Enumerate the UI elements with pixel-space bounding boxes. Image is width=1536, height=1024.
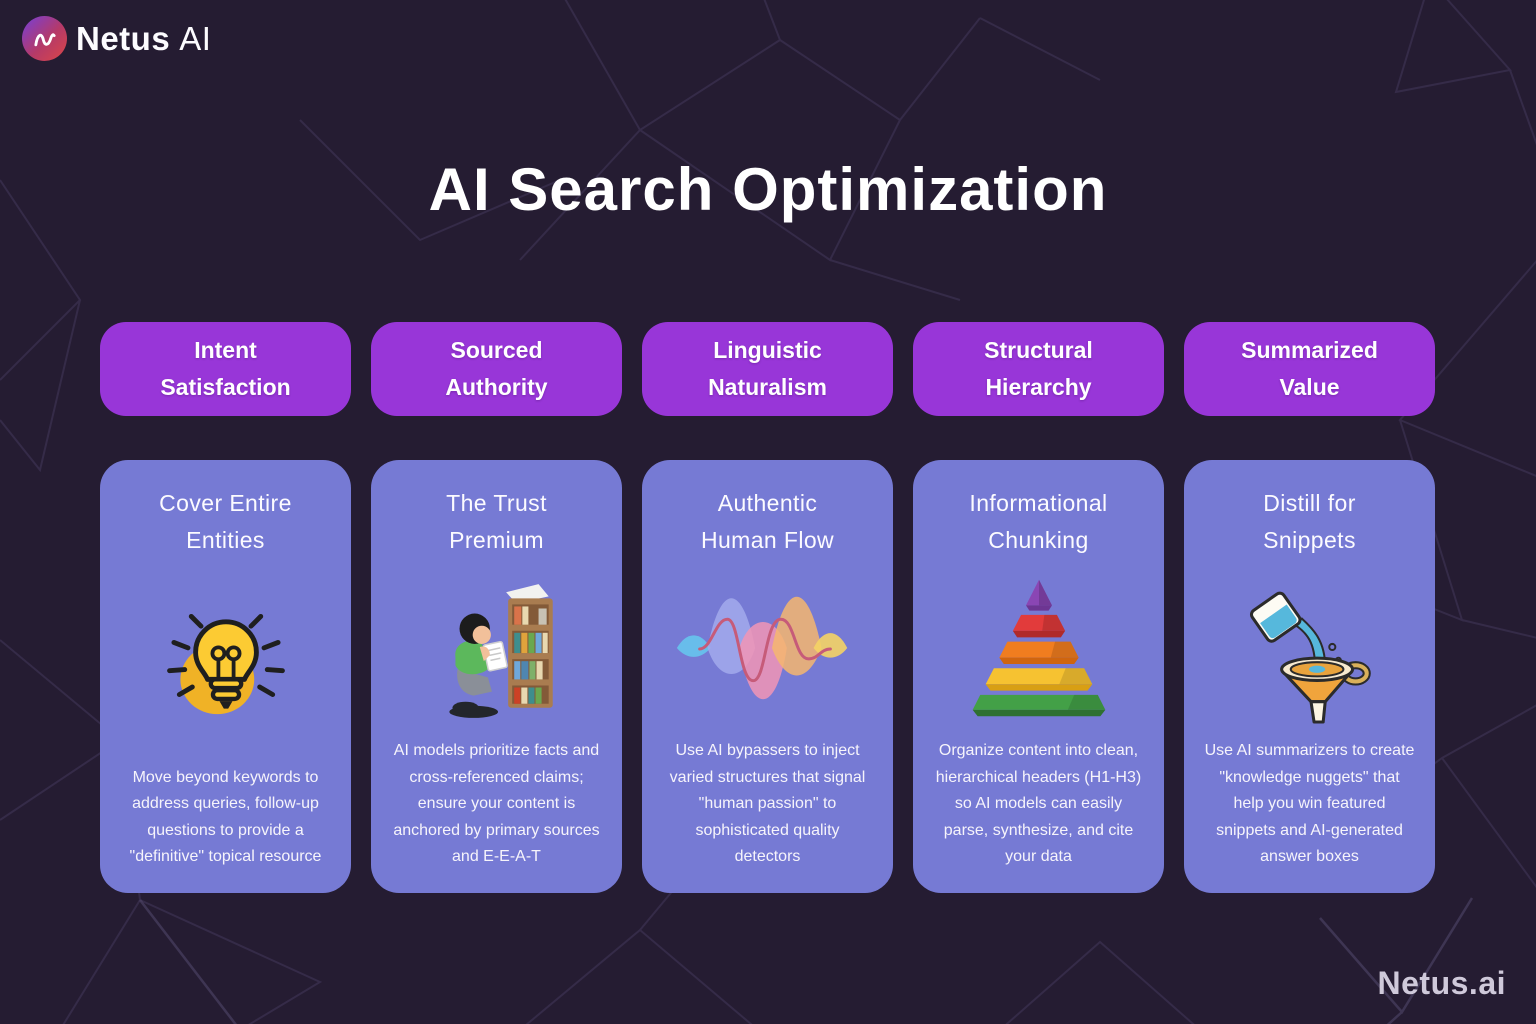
- card-informational-chunking: Informational Chunking: [913, 460, 1164, 893]
- card-title: Cover Entire Entities: [159, 485, 292, 559]
- card-the-trust-premium: The Trust Premium: [371, 460, 622, 893]
- card-title-line: Human Flow: [700, 526, 835, 553]
- footer-brand: Netus.ai: [1377, 965, 1506, 1001]
- card-title-line: Chunking: [988, 526, 1089, 553]
- pill-label-line: Naturalism: [708, 374, 827, 400]
- card-title: Informational Chunking: [969, 485, 1107, 559]
- pill-label-line: Summarized: [1241, 336, 1378, 363]
- header-pill-summarized-value: Summarized Value: [1184, 322, 1435, 416]
- netus-logo-icon: [22, 16, 67, 61]
- pill-label-line: Structural: [984, 336, 1093, 363]
- page-title: AI Search Optimization: [428, 156, 1108, 223]
- card-body-text: AI models prioritize facts and cross-ref…: [393, 742, 600, 866]
- card-title-line: Informational: [969, 490, 1108, 516]
- lightbulb-icon: [150, 583, 302, 741]
- card-title: Authentic Human Flow: [701, 485, 834, 559]
- card-title-line: Cover Entire: [159, 490, 292, 516]
- header-pill-intent-satisfaction: Intent Satisfaction: [100, 322, 351, 416]
- card-body-text: Use AI bypassers to inject varied struct…: [669, 742, 866, 866]
- card-body-text: Move beyond keywords to address queries,…: [129, 768, 322, 866]
- pyramid-icon: [959, 569, 1119, 727]
- netus-logo: Netus AI: [22, 16, 211, 61]
- card-title-line: Authentic: [717, 490, 818, 516]
- card-title: Distill for Snippets: [1263, 485, 1356, 559]
- card-title-line: Premium: [449, 526, 544, 553]
- brand-name: Netus AI: [76, 20, 211, 58]
- pill-label-line: Value: [1279, 374, 1340, 400]
- card-authentic-human-flow: Authentic Human Flow: [642, 460, 893, 893]
- card-title-line: Entities: [186, 526, 265, 553]
- pill-label-line: Sourced: [450, 336, 543, 363]
- funnel-pouring-icon: [1234, 569, 1386, 727]
- pill-label-line: Linguistic: [713, 336, 822, 363]
- pill-label-line: Authority: [445, 374, 548, 400]
- card-body-text: Organize content into clean, hierarchica…: [935, 742, 1142, 866]
- header-pill-sourced-authority: Sourced Authority: [371, 322, 622, 416]
- card-cover-entire-entities: Cover Entire Entities: [100, 460, 351, 893]
- header-pill-structural-hierarchy: Structural Hierarchy: [913, 322, 1164, 416]
- waveform-icon: [664, 569, 872, 727]
- brand-name-primary: Netus: [76, 19, 171, 57]
- person-reading-bookshelf-icon: [421, 569, 573, 727]
- columns-grid: Intent Satisfaction Sourced Authority Li…: [100, 322, 1436, 893]
- card-title-line: The Trust: [446, 490, 547, 516]
- pill-label-line: Satisfaction: [160, 374, 291, 400]
- card-title-line: Snippets: [1263, 526, 1356, 553]
- card-title-line: Distill for: [1263, 490, 1356, 516]
- card-body-text: Use AI summarizers to create "knowledge …: [1204, 742, 1415, 866]
- pill-label-line: Intent: [194, 336, 257, 363]
- brand-name-secondary: AI: [179, 19, 212, 57]
- pill-label-line: Hierarchy: [985, 374, 1092, 400]
- card-title: The Trust Premium: [446, 485, 547, 559]
- card-distill-for-snippets: Distill for Snippets: [1184, 460, 1435, 893]
- header-pill-linguistic-naturalism: Linguistic Naturalism: [642, 322, 893, 416]
